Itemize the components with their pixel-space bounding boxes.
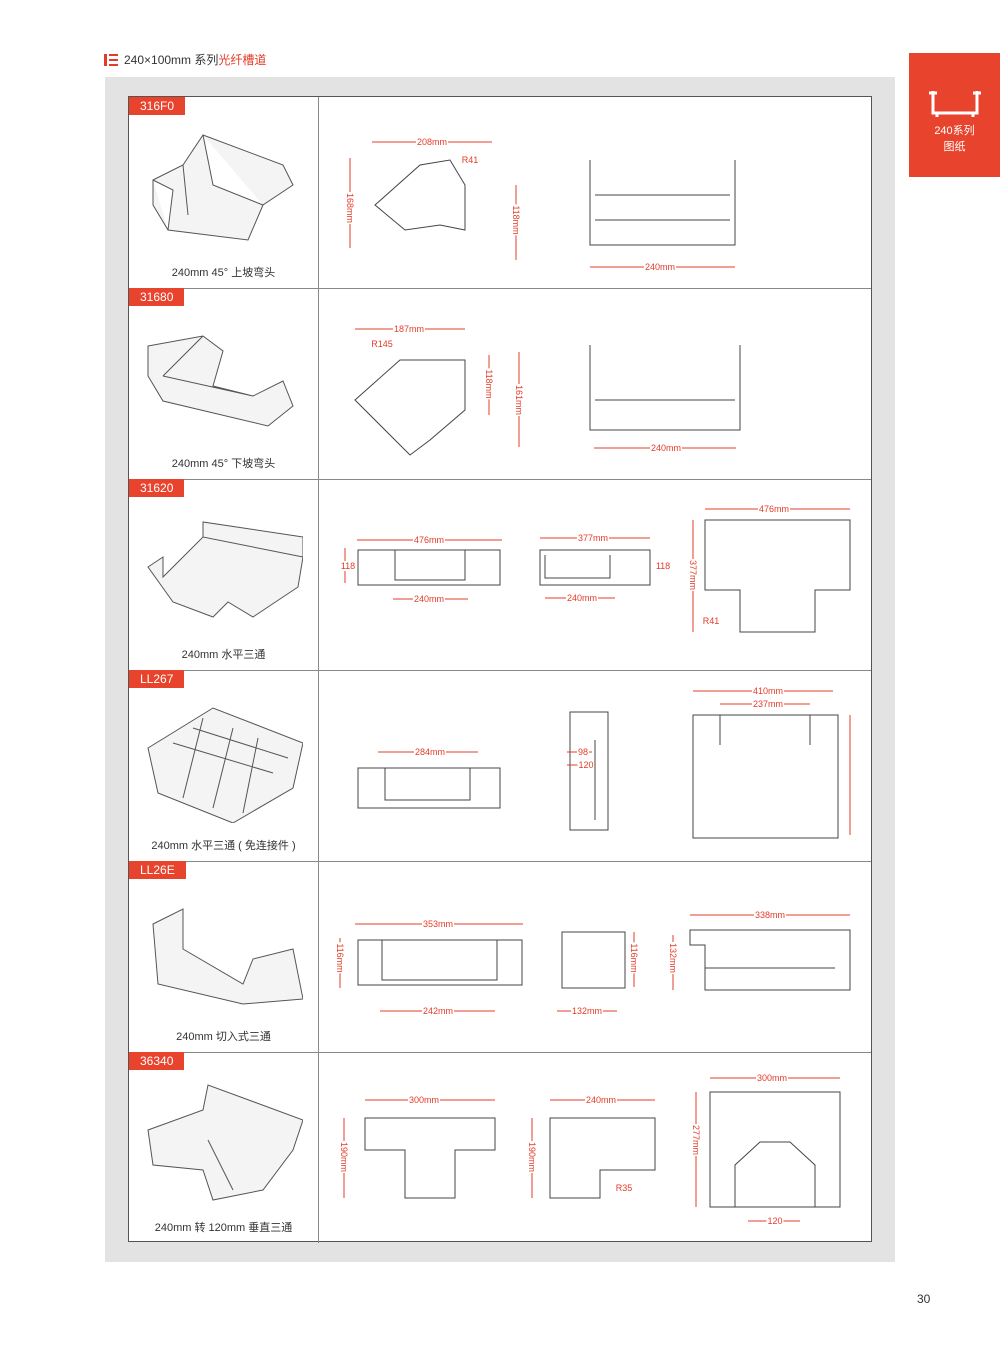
dimension-label: 208mm <box>415 137 449 147</box>
dimension-label: 118mm <box>511 204 521 236</box>
dimension-label: 132mm <box>668 941 678 975</box>
dimension-label: 168mm <box>345 191 355 225</box>
header-title: 240×100mm 系列 <box>124 53 219 67</box>
header-title-highlight: 光纤槽道 <box>218 53 267 67</box>
dimension-label: R145 <box>370 339 394 349</box>
dimension-label: R41 <box>701 616 721 626</box>
dimension-label: 98 <box>576 747 590 757</box>
dimension-label: 300mm <box>407 1095 441 1105</box>
dimension-label: 476mm <box>757 504 791 514</box>
product-row: 31680 240mm 45° 下坡弯头 <box>129 288 871 480</box>
dimension-label: 237mm <box>751 699 785 709</box>
dimension-label: 120 <box>766 1216 784 1226</box>
product-caption: 240mm 45° 上坡弯头 <box>171 267 276 279</box>
dimension-label: 410mm <box>751 686 785 696</box>
dimension-label: 116mm <box>335 942 345 974</box>
dimension-label: 377mm <box>688 558 698 592</box>
dimension-label: 240mm <box>584 1095 618 1105</box>
product-illustration <box>147 707 303 823</box>
dimension-label: 116mm <box>629 942 639 974</box>
product-row: 31620 240mm 水平三通 <box>129 479 871 671</box>
page-number: 30 <box>917 1292 931 1306</box>
dimension-label: 120 <box>577 760 595 770</box>
product-row: LL267 240mm 水平三通 ( 免连接件 ) <box>129 670 871 862</box>
dimension-label: 190mm <box>339 1140 349 1174</box>
dimension-label: 284mm <box>413 747 447 757</box>
product-caption: 240mm 水平三通 <box>181 649 266 661</box>
product-row: 36340 240mm 转 120mm 垂直三通 <box>129 1052 871 1243</box>
dimension-label: R35 <box>614 1183 634 1193</box>
dimension-label: 338mm <box>753 910 787 920</box>
product-caption: 240mm 45° 下坡弯头 <box>171 458 276 470</box>
dimension-label: 476mm <box>412 535 446 545</box>
dimension-label: 240mm <box>565 593 599 603</box>
product-table: 316F0 240mm 45° 上坡弯头 31680 240mm 45° 下坡弯… <box>128 96 872 1243</box>
product-illustration <box>152 134 294 241</box>
side-tab-line2: 图纸 <box>943 141 966 153</box>
dimension-label: 118 <box>654 561 672 571</box>
product-row: 316F0 240mm 45° 上坡弯头 <box>129 97 871 289</box>
dimension-label: 300mm <box>755 1073 789 1083</box>
product-caption: 240mm 切入式三通 <box>176 1031 271 1043</box>
product-code: 36340 <box>129 1052 185 1070</box>
product-row: LL26E 240mm 切入式三通 <box>129 861 871 1053</box>
product-illustration <box>147 521 303 618</box>
product-code: LL26E <box>129 861 186 879</box>
dimension-label: R41 <box>460 155 480 165</box>
dimension-label: 240mm <box>649 443 683 453</box>
product-caption: 240mm 水平三通 ( 免连接件 ) <box>151 840 296 852</box>
product-caption: 240mm 转 120mm 垂直三通 <box>154 1222 293 1234</box>
dimension-label: 190mm <box>527 1140 537 1174</box>
dimension-label: 377mm <box>576 533 610 543</box>
list-icon <box>104 53 118 66</box>
product-illustration <box>147 335 294 427</box>
dimension-label: 118 <box>339 561 357 571</box>
product-code: 316F0 <box>129 97 186 115</box>
dimension-label: 242mm <box>421 1006 455 1016</box>
series-side-tab[interactable]: 240系列 图纸 <box>909 53 1000 177</box>
dimension-label: 277mm <box>691 1123 701 1157</box>
dimension-label: 161mm <box>514 383 524 417</box>
dimension-label: 132mm <box>570 1006 604 1016</box>
dimension-label: 353mm <box>421 919 455 929</box>
page-header: 240×100mm 系列光纤槽道 <box>104 51 266 68</box>
product-illustration <box>152 908 303 1005</box>
dimension-label: 187mm <box>392 324 426 334</box>
product-code: LL267 <box>129 670 185 688</box>
product-code: 31620 <box>129 479 185 497</box>
side-tab-line1: 240系列 <box>934 125 975 137</box>
dimension-label: 240mm <box>643 262 677 272</box>
product-illustration <box>147 1084 303 1201</box>
product-code: 31680 <box>129 288 185 306</box>
dimension-label: 240mm <box>412 594 446 604</box>
channel-profile-icon <box>928 91 981 117</box>
dimension-label: 118mm <box>484 368 494 400</box>
